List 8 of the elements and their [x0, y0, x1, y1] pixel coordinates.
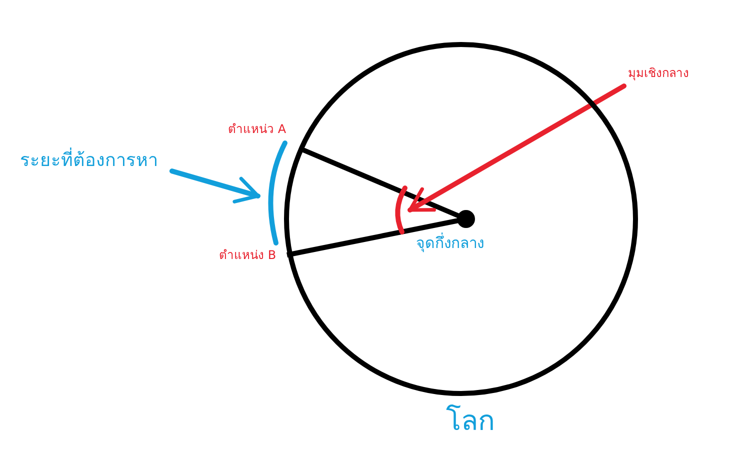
angle-label: มุมเชิงกลาง	[628, 66, 689, 80]
earth-label: โลก	[446, 404, 495, 438]
arrow	[408, 84, 626, 212]
distance-label: ระยะที่ต้องการหา	[20, 150, 158, 172]
point-label: ตำแหน่ว A	[228, 122, 286, 136]
center-label: จุดกึ่งกลาง	[416, 234, 484, 252]
arrow	[169, 168, 260, 204]
point-label: ตำแหน่ง B	[219, 248, 276, 262]
